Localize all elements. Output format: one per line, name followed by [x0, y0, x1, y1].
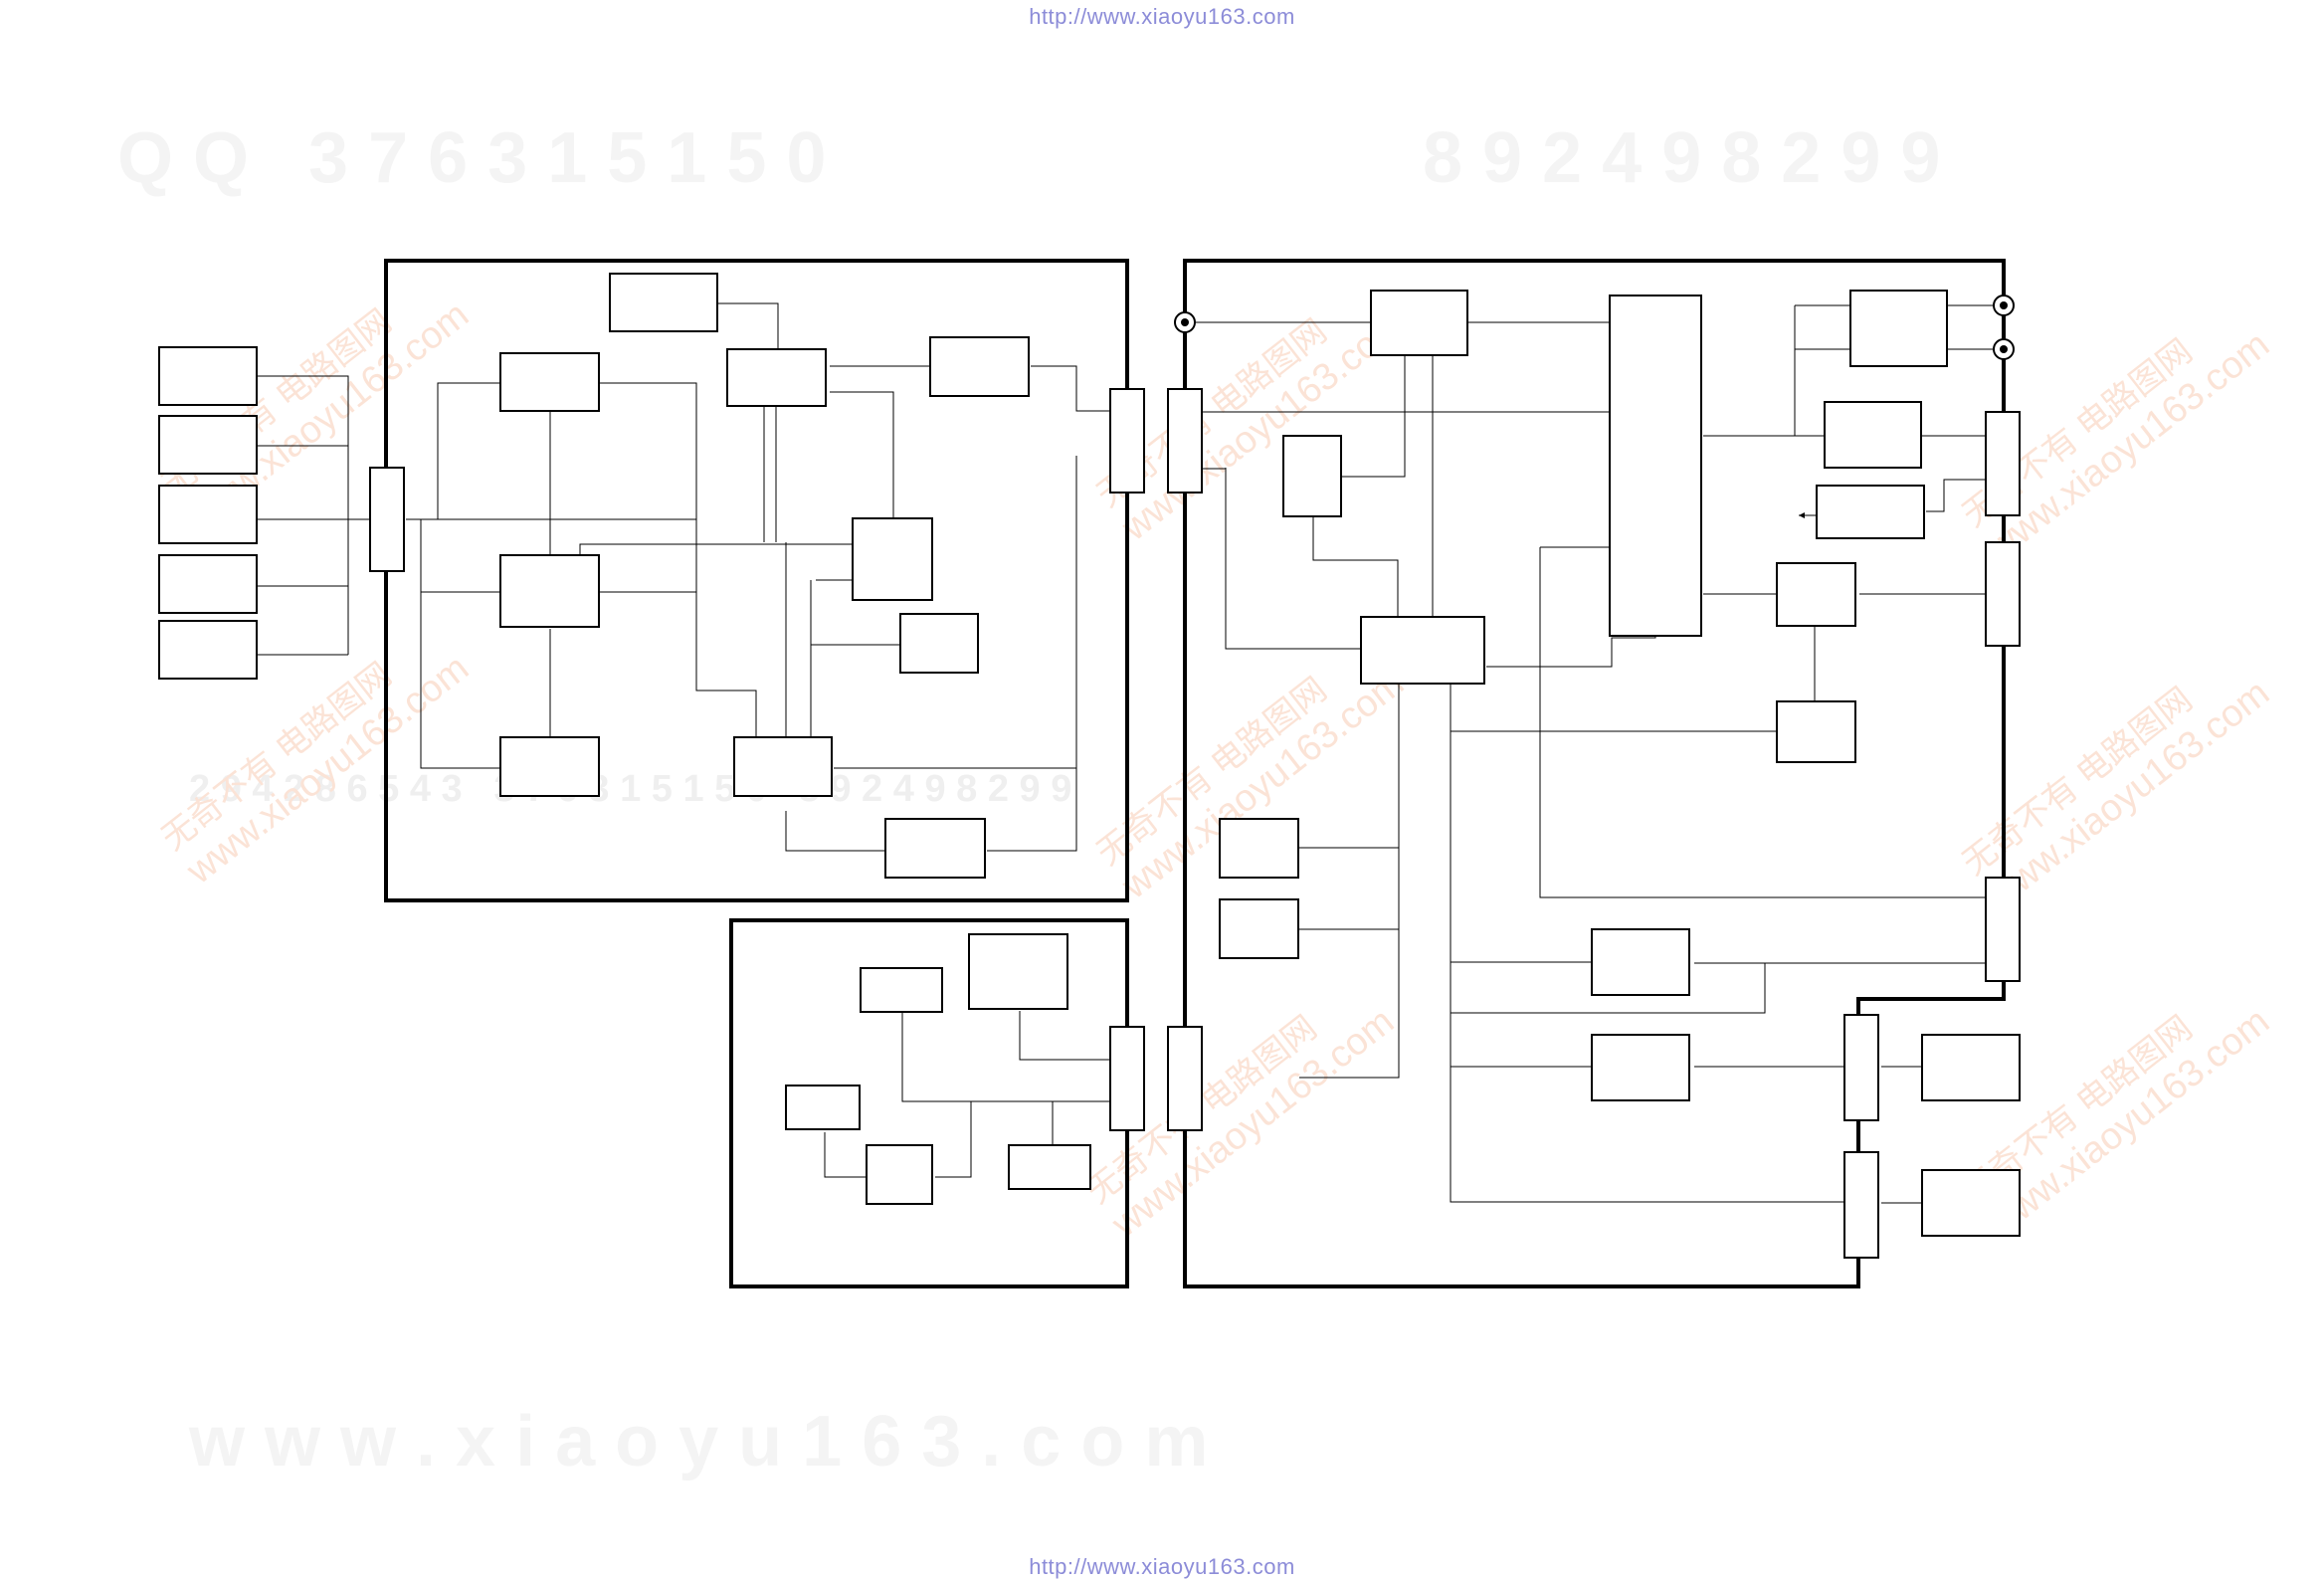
block — [158, 415, 258, 475]
block — [1609, 295, 1702, 637]
wire — [1225, 468, 1361, 650]
block — [852, 517, 933, 601]
block — [1816, 485, 1925, 539]
block — [929, 336, 1030, 397]
connector — [1985, 877, 2021, 982]
jack-icon — [1993, 295, 2015, 316]
block — [1591, 1034, 1690, 1101]
block — [1008, 1144, 1091, 1190]
main-left-blocks — [369, 273, 1145, 879]
block — [968, 933, 1068, 1010]
block — [884, 818, 986, 879]
block — [1849, 290, 1948, 367]
connector — [1167, 1026, 1203, 1131]
wire — [420, 519, 500, 769]
wire — [600, 382, 757, 737]
block — [158, 485, 258, 544]
footer-url[interactable]: http://www.xiaoyu163.com — [1029, 1554, 1295, 1579]
block — [499, 352, 600, 412]
block — [866, 1144, 933, 1205]
block — [1776, 700, 1856, 763]
header-url[interactable]: http://www.xiaoyu163.com — [1029, 4, 1295, 29]
block — [1360, 616, 1485, 685]
block — [1219, 818, 1299, 879]
connector — [1109, 388, 1145, 494]
wire — [785, 811, 887, 852]
block — [158, 554, 258, 614]
block — [1921, 1034, 2021, 1101]
block — [1824, 401, 1922, 469]
board-frame-main-left — [384, 259, 1129, 902]
block — [733, 736, 833, 797]
block — [158, 620, 258, 680]
wire — [257, 375, 386, 656]
board-frame-right — [1183, 259, 2006, 1288]
wire — [1019, 1011, 1112, 1061]
watermark-qq-left: Q Q 3 7 6 3 1 5 1 5 0 — [117, 118, 827, 198]
wire — [1451, 962, 1986, 1014]
arrow-icon — [1799, 512, 1805, 518]
wire — [1539, 547, 1986, 898]
wire — [1926, 479, 1986, 512]
watermark-qq-right: 8 9 2 4 9 8 2 9 9 — [1423, 118, 1941, 198]
jack-icon — [1993, 338, 2015, 360]
connector — [1109, 1026, 1145, 1131]
wire — [901, 1013, 1112, 1102]
block — [785, 1085, 861, 1130]
connector — [1985, 541, 2021, 647]
wire — [987, 456, 1077, 852]
block — [860, 967, 943, 1013]
block — [158, 346, 258, 406]
connector — [369, 467, 405, 572]
wire — [1299, 685, 1400, 1079]
wires — [257, 302, 2004, 1204]
wire — [718, 302, 779, 349]
wire — [824, 1132, 868, 1178]
connector — [1167, 388, 1203, 494]
watermark-site: w w w . x i a o y u 1 6 3 . c o m — [189, 1402, 1209, 1481]
block — [899, 613, 979, 674]
block — [499, 736, 600, 797]
wire — [579, 543, 856, 554]
jack-icon — [1174, 311, 1196, 333]
wire — [935, 1101, 972, 1178]
block — [726, 348, 827, 407]
wire — [1341, 356, 1406, 478]
wire — [830, 391, 894, 519]
wire — [1450, 685, 1844, 1203]
block — [1282, 435, 1342, 517]
connector — [1985, 411, 2021, 516]
connector — [1843, 1014, 1879, 1121]
block — [1219, 898, 1299, 959]
external-blocks-left — [158, 346, 258, 680]
right-board-blocks — [1167, 290, 2021, 1259]
connector — [1843, 1151, 1879, 1259]
bottom-left-blocks — [785, 933, 1145, 1205]
block — [1591, 928, 1690, 996]
wire — [1794, 304, 1850, 436]
block — [1921, 1169, 2021, 1237]
block — [1776, 562, 1856, 627]
wire — [1312, 517, 1399, 617]
wire — [437, 382, 500, 519]
block — [1370, 290, 1468, 356]
block — [499, 554, 600, 628]
wire — [1486, 637, 1656, 668]
block — [609, 273, 718, 332]
wire — [1031, 365, 1112, 412]
